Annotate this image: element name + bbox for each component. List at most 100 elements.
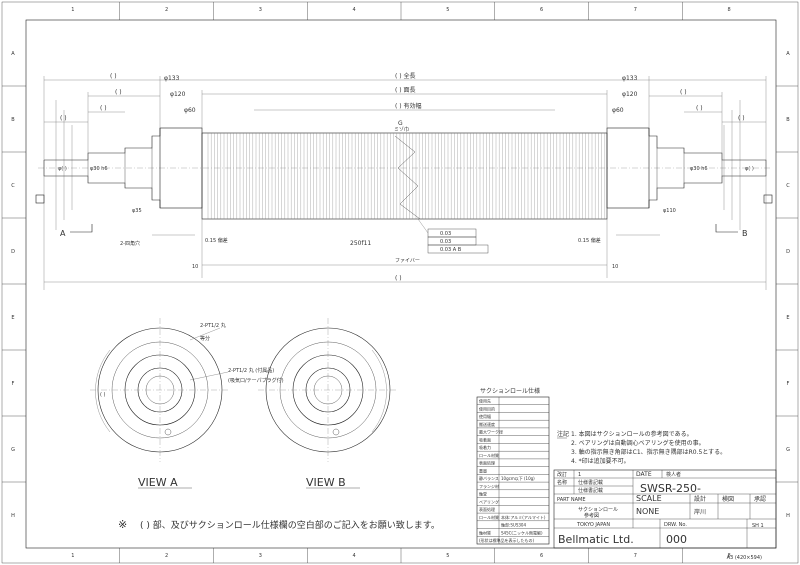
- view-a-title: VIEW A: [138, 476, 178, 489]
- grid-col-label: 2: [165, 553, 168, 559]
- tolerance-box-2: [427, 236, 477, 246]
- left-dim-1: ( ): [110, 73, 117, 80]
- spec-row-label: 搬送速度: [479, 421, 495, 427]
- spec-row-value[interactable]: S45C(ニッケル無電解): [501, 529, 543, 535]
- rev-label: 改訂: [557, 471, 567, 478]
- left-dim-4: ( ): [60, 115, 67, 122]
- grid-col-label: 4: [353, 7, 356, 13]
- note-line-2: 2. ベアリングは自動調心ベアリングを使用の事。: [571, 439, 705, 447]
- designer-name: 岸川: [694, 509, 706, 516]
- spec-row-label: 吸着力: [479, 444, 491, 450]
- grid-row-label: G: [786, 447, 790, 453]
- shaft-dia-left: φ30 h6: [90, 166, 108, 172]
- paper-size: A3 (420×594): [727, 555, 762, 561]
- step-right: 10: [612, 264, 618, 270]
- spec-row-label: フランジ材: [479, 483, 499, 489]
- roll-body: [201, 132, 608, 220]
- phi60-right: φ60: [612, 107, 624, 114]
- shaft-dia-right: φ30 h6: [690, 166, 708, 172]
- grid-col-label: 4: [353, 553, 356, 559]
- product-name: サクションロール: [578, 507, 618, 513]
- notes-title: 注記: [557, 430, 569, 438]
- view-arrow-a: [70, 224, 93, 233]
- design-label: 設計: [694, 495, 706, 503]
- spec-table-title: サクションロール仕様: [480, 387, 540, 395]
- check-label: 検図: [722, 495, 734, 503]
- face-length-label: ( ) 面長: [395, 87, 416, 94]
- right-shaft: [648, 128, 767, 208]
- spec-row-label: ベアリング: [479, 498, 499, 504]
- grid-col-label: 1: [71, 553, 74, 559]
- square-holes-label: 2-四角穴: [120, 240, 140, 247]
- approve-label: 承認: [754, 495, 766, 503]
- scale-label: SCALE: [636, 494, 662, 503]
- roll-grooves: [207, 133, 605, 219]
- spec-row-label: 軸材質: [479, 529, 491, 535]
- drawing-number: SWSR-250-: [640, 482, 701, 495]
- tolerance-box-1: [427, 228, 477, 238]
- helix-line: [394, 135, 421, 220]
- phi35-label: φ35: [132, 208, 142, 214]
- spec-row-label: 表面処理: [479, 506, 495, 512]
- geom-tol-3: 0.03 A B: [440, 247, 462, 253]
- company-name: Bellmatic Ltd.: [558, 533, 634, 546]
- spec-row-value[interactable]: 10gcm以下 (10g): [501, 476, 535, 481]
- right-hub: [606, 127, 650, 209]
- view-a-note-3: 2-PT1/2 丸 (付属品): [228, 367, 274, 374]
- view-label-a: A: [60, 229, 66, 238]
- spec-row-label: ロール材質: [479, 514, 499, 520]
- part-name-label: PART NAME: [557, 497, 586, 503]
- grid-col-label: 6: [540, 7, 543, 13]
- spec-row-label: 軸受: [479, 491, 487, 497]
- grid-row-label: B: [11, 117, 15, 123]
- right-dim-1: ( ): [680, 89, 687, 96]
- left-shaft-upper: [44, 128, 161, 161]
- grid-col-label: 8: [728, 553, 731, 559]
- section-marker-right: [763, 194, 773, 204]
- spec-row-label: 静バランス: [479, 475, 499, 481]
- groove-label: G: [398, 120, 403, 127]
- view-a-drawing: 2-PT1/2 丸 等分 2-PT1/2 丸 (付属品) (吸気口/テーパプラグ…: [90, 318, 284, 489]
- grid-row-label: A: [11, 51, 15, 57]
- inner-border: [25, 19, 777, 549]
- spec-row-value[interactable]: 軸部:SUS304: [501, 522, 526, 528]
- view-arrow-b: [715, 224, 738, 233]
- overall-length-label: ( ) 全長: [395, 72, 416, 80]
- footer-asterisk: ※: [118, 518, 127, 531]
- grid-col-label: 5: [446, 553, 449, 559]
- country: TOKYO JAPAN: [576, 522, 610, 528]
- roll-front-view: ( ) 全長 ( ) 面長 ( ) 有効幅 G ミゾ巾 φ133 φ120 φ6…: [35, 72, 773, 290]
- fiber-label: ファイバー: [395, 258, 420, 264]
- drawing-value: 000: [666, 533, 687, 546]
- view-b-drawing: VIEW B: [258, 318, 398, 489]
- approver-header: 検人者: [666, 471, 681, 478]
- phi60-left: φ60: [184, 107, 196, 114]
- left-dim-3: ( ): [100, 105, 107, 112]
- product-sub: 参考図: [584, 512, 599, 519]
- view-b-port: [332, 428, 340, 436]
- title-block: 改訂 1 DATE 検人者 名称 仕様書記載 仕様書記載 SWSR-250- S…: [553, 469, 777, 549]
- grid-row-label: A: [786, 51, 790, 57]
- grid-row-label: E: [11, 315, 14, 321]
- geom-tol-2: 0.03: [440, 239, 451, 245]
- spec-row-label: 表面処理: [479, 460, 495, 466]
- grid-col-label: 1: [71, 7, 74, 13]
- view-label-b: B: [742, 229, 748, 238]
- step-left: 10: [192, 264, 198, 270]
- left-dim-2: ( ): [115, 89, 122, 96]
- grid-row-label: C: [786, 183, 790, 189]
- grid-col-label: 8: [728, 7, 731, 13]
- std-label-1: 仕様書記載: [578, 479, 603, 486]
- right-dim-3: ( ): [738, 115, 745, 122]
- spec-table-footer: (形状は標準品を表示したもの): [479, 537, 535, 543]
- grid-row-label: H: [11, 513, 15, 519]
- view-a-note-2: 等分: [200, 335, 210, 342]
- dia-right: φ( ): [745, 166, 754, 172]
- effective-width-label: ( ) 有効幅: [395, 102, 422, 110]
- view-a-port: [164, 428, 172, 436]
- spec-row-value[interactable]: 本体:アルミ(アルマイト): [501, 514, 546, 520]
- spec-row-label: 使用目的: [479, 406, 495, 412]
- phi133-left: φ133: [164, 75, 180, 82]
